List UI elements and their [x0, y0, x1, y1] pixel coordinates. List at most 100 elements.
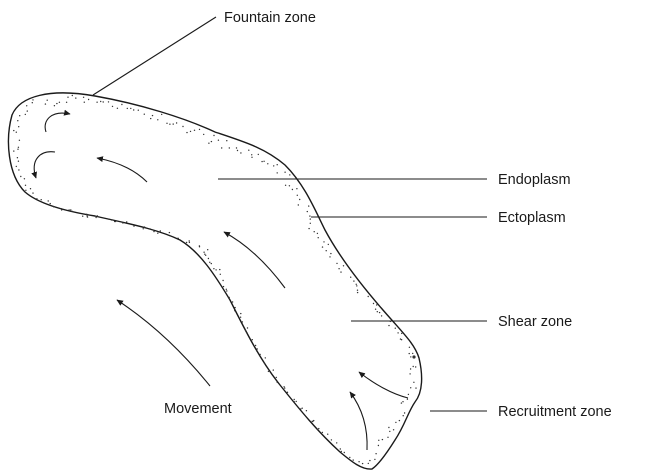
movement-label: Movement: [164, 401, 232, 417]
stipple-dot: [368, 296, 369, 297]
stipple-dot: [229, 147, 230, 148]
stipple-dot: [312, 421, 313, 422]
stipple-dot: [276, 377, 277, 378]
stipple-dot: [88, 99, 89, 100]
stipple-dot: [331, 439, 332, 440]
stipple-dot: [47, 100, 48, 101]
stipple-dot: [369, 460, 370, 461]
stipple-dot: [240, 313, 241, 314]
stipple-dot: [27, 110, 28, 111]
stipple-dot: [415, 366, 416, 367]
stipple-dot: [126, 221, 127, 222]
stipple-dot: [150, 118, 151, 119]
stipple-dot: [375, 453, 376, 454]
stipple-dot: [130, 108, 131, 109]
stipple-dot: [246, 332, 247, 333]
stipple-dot: [213, 268, 214, 269]
stipple-dot: [13, 130, 14, 131]
stipple-dot: [403, 415, 404, 416]
stipple-dot: [173, 123, 174, 124]
stipple-dot: [208, 143, 209, 144]
stipple-dot: [86, 215, 87, 216]
stipple-dot: [357, 292, 358, 293]
stipple-dot: [265, 357, 266, 358]
stipple-dot: [309, 215, 310, 216]
stipple-dot: [103, 101, 104, 102]
stipple-dot: [410, 356, 411, 357]
stipple-dot: [415, 387, 416, 388]
stipple-dot: [326, 250, 327, 251]
stipple-dot: [322, 432, 323, 433]
stipple-dot: [317, 429, 318, 430]
stipple-dot: [211, 141, 212, 142]
stipple-dot: [189, 242, 190, 243]
stipple-dot: [413, 366, 414, 367]
stipple-dot: [178, 238, 179, 239]
stipple-dot: [218, 140, 219, 141]
stipple-dot: [328, 244, 329, 245]
stipple-dot: [121, 104, 122, 105]
stipple-dot: [255, 345, 256, 346]
stipple-dot: [169, 124, 170, 125]
stipple-dot: [70, 209, 71, 210]
stipple-dot: [208, 258, 209, 259]
stipple-dot: [388, 427, 389, 428]
stipple-dot: [374, 459, 375, 460]
stipple-dot: [17, 120, 18, 121]
stipple-dot: [226, 140, 227, 141]
stipple-dot: [353, 280, 354, 281]
stipple-dot: [340, 448, 341, 449]
stipple-dot: [127, 108, 128, 109]
stipple-dot: [50, 203, 51, 204]
stipple-dot: [350, 277, 351, 278]
stipple-dot: [41, 199, 42, 200]
stipple-dot: [252, 339, 253, 340]
stipple-dot: [323, 241, 324, 242]
stipple-dot: [277, 164, 278, 165]
stipple-dot: [30, 188, 31, 189]
stipple-dot: [115, 221, 116, 222]
stipple-dot: [310, 223, 311, 224]
stipple-dot: [368, 463, 369, 464]
stipple-dot: [375, 309, 376, 310]
stipple-dot: [133, 225, 134, 226]
stipple-dot: [97, 215, 98, 216]
stipple-dot: [72, 95, 73, 96]
stipple-dot: [393, 429, 394, 430]
stipple-dot: [407, 399, 408, 400]
stipple-dot: [296, 401, 297, 402]
stipple-dot: [149, 228, 150, 229]
fountain-zone-leader: [93, 17, 216, 95]
stipple-dot: [226, 290, 227, 291]
stipple-dot: [247, 327, 248, 328]
stipple-dot: [412, 353, 413, 354]
stipple-dot: [83, 97, 84, 98]
stipple-dot: [413, 382, 414, 383]
stipple-dot: [298, 204, 299, 205]
stipple-dot: [18, 161, 19, 162]
stipple-dot: [264, 362, 265, 363]
stipple-dot: [86, 214, 87, 215]
stipple-dot: [152, 115, 153, 116]
stipple-dot: [117, 108, 118, 109]
stipple-dot: [294, 401, 295, 402]
stipple-dot: [143, 228, 144, 229]
stipple-dot: [32, 102, 33, 103]
stipple-dot: [153, 231, 154, 232]
stipple-dot: [18, 169, 19, 170]
stipple-dot: [378, 440, 379, 441]
stipple-dot: [344, 452, 345, 453]
stipple-dot: [234, 310, 235, 311]
stipple-dot: [408, 394, 409, 395]
stipple-dot: [336, 442, 337, 443]
stipple-dot: [144, 114, 145, 115]
stipple-dot: [300, 408, 301, 409]
stipple-dot: [219, 269, 220, 270]
stipple-dot: [251, 157, 252, 158]
stipple-dot: [242, 321, 243, 322]
stipple-dot: [61, 208, 62, 209]
stipple-dot: [349, 457, 350, 458]
stipple-dot: [32, 99, 33, 100]
stipple-dot: [16, 166, 17, 167]
